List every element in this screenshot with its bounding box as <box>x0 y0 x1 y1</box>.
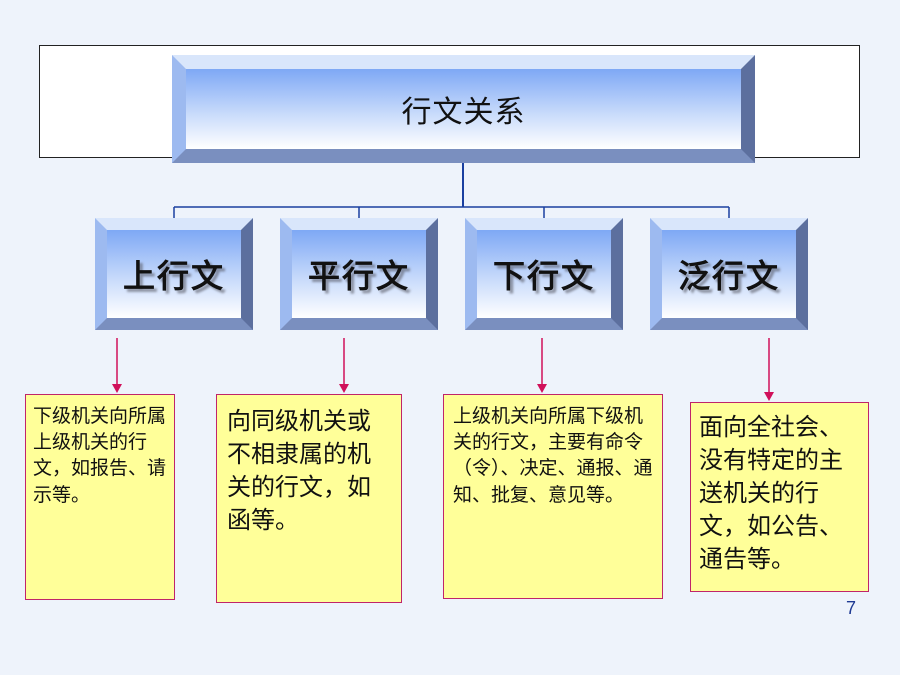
note-downward: 上级机关向所属下级机关的行文，主要有命令（令）、决定、通报、通知、批复、意见等。 <box>443 394 663 599</box>
arrowhead-4 <box>764 392 774 401</box>
arrowhead-1 <box>112 384 122 393</box>
node-label-upward: 上行文 <box>122 257 225 295</box>
note-parallel: 向同级机关或不相隶属的机关的行文，如函等。 <box>216 394 402 603</box>
node-downward: 下行文 <box>465 218 623 330</box>
arrowhead-2 <box>339 384 349 393</box>
node-label-parallel: 平行文 <box>307 257 410 295</box>
node-general: 泛行文 <box>650 218 808 330</box>
node-label-downward: 下行文 <box>492 257 595 295</box>
note-upward: 下级机关向所属上级机关的行文，如报告、请示等。 <box>25 394 175 600</box>
node-upward: 上行文 <box>95 218 253 330</box>
arrowhead-3 <box>537 384 547 393</box>
node-label-general: 泛行文 <box>677 257 780 295</box>
page-number: 7 <box>846 598 857 618</box>
diagram-title: 行文关系 <box>401 95 526 130</box>
note-general: 面向全社会、没有特定的主送机关的行文，如公告、通告等。 <box>690 402 869 592</box>
node-parallel: 平行文 <box>280 218 438 330</box>
title-box: 行文关系 <box>172 55 755 163</box>
